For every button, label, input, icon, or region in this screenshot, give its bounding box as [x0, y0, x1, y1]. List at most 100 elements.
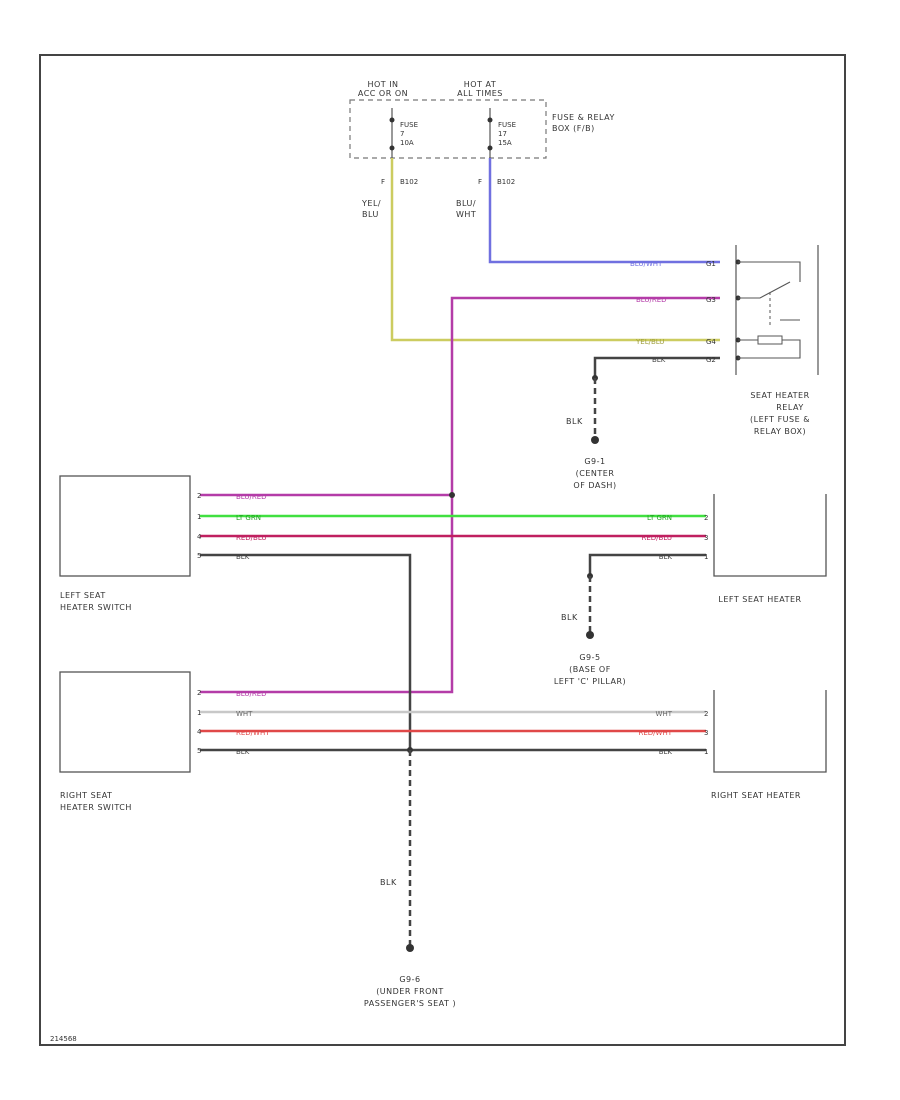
relay-wire2-label: BLU/RED [636, 296, 667, 304]
wire-blk-left-heater [588, 553, 706, 576]
right-heater-wire2: RED/WHT [639, 729, 673, 737]
relay-pin2-label: G3 [706, 296, 716, 304]
left-switch-name-line1: LEFT SEAT [60, 591, 106, 600]
relay-pin1-label: G1 [706, 260, 716, 268]
left-switch-pin1: 2 [197, 492, 201, 500]
right-switch-pin1: 2 [197, 689, 201, 697]
wire-blk-left-switch [200, 553, 412, 750]
ground-g96-location-line2: PASSENGER'S SEAT ) [364, 999, 456, 1008]
wire-blk-relay [593, 356, 720, 378]
ground-g91-wire-label: BLK [566, 417, 583, 426]
seat-heater-relay: BLU/WHT G1 BLU/RED G3 YEL/BLU G4 BLK G2 … [630, 245, 819, 436]
ground-g95-id: G9-5 [579, 653, 600, 662]
left-heater-wire1: LT GRN [647, 514, 672, 522]
left-heater-pin3: 1 [704, 553, 708, 561]
right-heater-pin3: 1 [704, 748, 708, 756]
fuse1-connector-pin: F [381, 178, 385, 186]
left-switch-name-line2: HEATER SWITCH [60, 603, 132, 612]
ground-g96-id: G9-6 [399, 975, 420, 984]
wire-blu-wht [488, 158, 720, 264]
left-heater-outline [713, 494, 827, 577]
ground-g95-point [586, 631, 594, 639]
fuse2-bottom-terminal [487, 145, 493, 151]
ground-g95-location-line2: LEFT 'C' PILLAR) [554, 677, 626, 686]
fuse2-number: 17 [498, 130, 507, 138]
wire-yel-blu [390, 158, 720, 342]
fuse1-label: FUSE [400, 121, 418, 129]
fuse-box-name-line2: BOX (F/B) [552, 124, 595, 133]
fuse2-amperage: 15A [498, 139, 512, 147]
right-switch-wire4: BLK [236, 748, 250, 756]
right-heater-name: RIGHT SEAT HEATER [711, 791, 801, 800]
ground-g96-point [406, 944, 414, 952]
right-heater-wire1: WHT [656, 710, 673, 718]
fuse-box-hot1-label: HOT IN [367, 80, 398, 89]
ground-g95-location-line1: (BASE OF [569, 665, 611, 674]
right-heater-wire3: BLK [659, 748, 673, 756]
fuse2-wire-color-line1: BLU/ [456, 199, 476, 208]
right-switch-wire3: RED/WHT [236, 729, 270, 737]
fuse1-amperage: 10A [400, 139, 414, 147]
left-switch-pin4: 5 [197, 552, 201, 560]
relay-coil [757, 335, 783, 345]
left-switch-wire2: LT GRN [236, 514, 261, 522]
left-switch-pin2: 1 [197, 513, 201, 521]
right-switch-wire1: BLU/RED [236, 690, 267, 698]
relay-name-line2: RELAY [776, 403, 804, 412]
fuse2-connector-pin: F [478, 178, 482, 186]
right-switch-pin4: 5 [197, 747, 201, 755]
ground-g96-wire-label: BLK [380, 878, 397, 887]
ground-g91-point [591, 436, 599, 444]
ground-g91-id: G9-1 [584, 457, 605, 466]
fuse-box-name-line1: FUSE & RELAY [552, 113, 615, 122]
fuse-relay-box: HOT IN ACC OR ON HOT AT ALL TIMES FUSE 7… [349, 80, 615, 219]
relay-name-line1: SEAT HEATER [750, 391, 809, 400]
right-switch-box [59, 671, 191, 773]
fuse2-connector-id: B102 [497, 178, 515, 186]
fuse-box-hot1b-label: ACC OR ON [358, 89, 408, 98]
right-heater-pin2: 3 [704, 729, 708, 737]
right-seat-heater-switch: 2 BLU/RED 1 WHT 4 RED/WHT 5 BLK RIGHT SE… [59, 671, 270, 812]
fuse2-wire-color-line2: WHT [456, 210, 476, 219]
relay-switch-arm [738, 281, 791, 299]
diagram-code: 214568 [50, 1035, 77, 1043]
right-switch-name-line1: RIGHT SEAT [60, 791, 112, 800]
left-heater-pin1: 2 [704, 514, 708, 522]
fuse1-number: 7 [400, 130, 404, 138]
left-heater-wire2: RED/BLU [641, 534, 672, 542]
relay-wire1-label: BLU/WHT [630, 260, 663, 268]
fuse1-connector-id: B102 [400, 178, 418, 186]
splice-blu-red [449, 492, 455, 498]
left-seat-heater-switch: 2 BLU/RED 1 LT GRN 4 RED/BLU 5 BLK LEFT … [59, 475, 267, 612]
left-heater-name: LEFT SEAT HEATER [718, 595, 801, 604]
relay-wire4-label: BLK [652, 356, 666, 364]
right-heater-pin1: 2 [704, 710, 708, 718]
ground-g96-location-line1: (UNDER FRONT [376, 987, 444, 996]
relay-pin3-label: G4 [706, 338, 716, 346]
fuse2-top-terminal [487, 117, 493, 123]
fuse2-label: FUSE [498, 121, 516, 129]
relay-wire3-label: YEL/BLU [635, 338, 664, 346]
right-switch-wire2: WHT [236, 710, 253, 718]
ground-g91-location-line2: OF DASH) [573, 481, 616, 490]
fuse-box-hot2b-label: ALL TIMES [457, 89, 503, 98]
right-heater-outline [713, 690, 827, 773]
left-switch-pin3: 4 [197, 533, 202, 541]
fuse1-bottom-terminal [389, 145, 395, 151]
fuse1-wire-color-line1: YEL/ [361, 199, 381, 208]
right-switch-pin3: 4 [197, 728, 202, 736]
diagram-frame [39, 54, 846, 1046]
left-heater-wire3: BLK [659, 553, 673, 561]
relay-name-line4: RELAY BOX) [754, 427, 806, 436]
left-switch-wire3: RED/BLU [236, 534, 267, 542]
ground-g95-wire-label: BLK [561, 613, 578, 622]
fuse-box-outline [349, 99, 547, 159]
fuse1-top-terminal [389, 117, 395, 123]
fuse1-wire-color-line2: BLU [362, 210, 379, 219]
fuse-box-hot2-label: HOT AT [464, 80, 496, 89]
right-switch-name-line2: HEATER SWITCH [60, 803, 132, 812]
right-seat-heater: WHT 2 RED/WHT 3 BLK 1 RIGHT SEAT HEATER [639, 690, 827, 800]
left-seat-heater: LT GRN 2 RED/BLU 3 BLK 1 LEFT SEAT HEATE… [641, 494, 827, 604]
left-switch-box [59, 475, 191, 577]
